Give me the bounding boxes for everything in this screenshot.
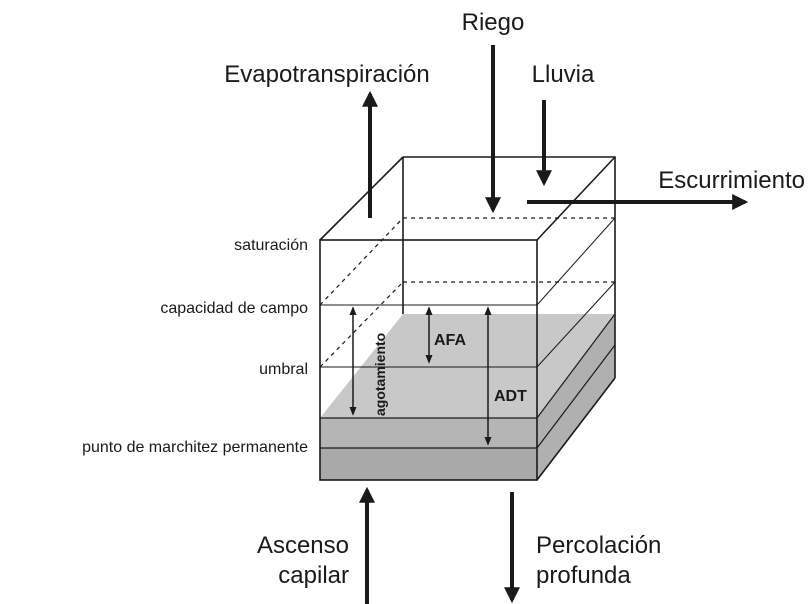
level-lines [319, 217, 616, 449]
flux-labels: Riego Evapotranspiración Lluvia Escurrim… [224, 9, 805, 589]
pmp-right [536, 344, 616, 449]
flux-arrows [359, 45, 749, 604]
cc-dash-left [319, 281, 404, 368]
sat-dash-left [319, 217, 404, 306]
percolacion-label-line1: Percolación [536, 532, 661, 559]
evapotranspiracion-label: Evapotranspiración [224, 61, 429, 88]
soil-box [319, 156, 616, 481]
ascenso-label-line1: Ascenso [257, 532, 349, 559]
cc-right [536, 281, 616, 368]
capacidad-campo-label: capacidad de campo [160, 300, 308, 317]
depth-arrows [349, 306, 492, 446]
lluvia-label: Lluvia [532, 61, 595, 88]
adt-label: ADT [494, 388, 527, 405]
water-top-surface [320, 314, 615, 418]
box-edge-tl [319, 156, 404, 241]
water-front-upper [320, 418, 537, 448]
water-top-right [536, 313, 616, 419]
ascenso-label-line2: capilar [278, 562, 349, 589]
saturacion-label: saturación [234, 237, 308, 254]
escurrimiento-label: Escurrimiento [658, 167, 805, 194]
box-front-face [319, 239, 538, 481]
depth-labels: agotamiento AFA ADT [372, 332, 527, 416]
percolacion-label-line2: profunda [536, 562, 631, 589]
box-edge-br [536, 377, 616, 481]
box-edge-tr [536, 156, 616, 241]
umbral-label: umbral [259, 361, 308, 378]
sat-right [536, 217, 616, 306]
water-volume [320, 314, 615, 480]
level-labels: saturación capacidad de campo umbral pun… [82, 237, 308, 456]
pmp-label: punto de marchitez permanente [82, 439, 308, 456]
riego-label: Riego [462, 9, 525, 36]
water-front-lower [320, 448, 537, 480]
agotamiento-label: agotamiento [372, 333, 388, 416]
afa-label: AFA [434, 332, 466, 349]
